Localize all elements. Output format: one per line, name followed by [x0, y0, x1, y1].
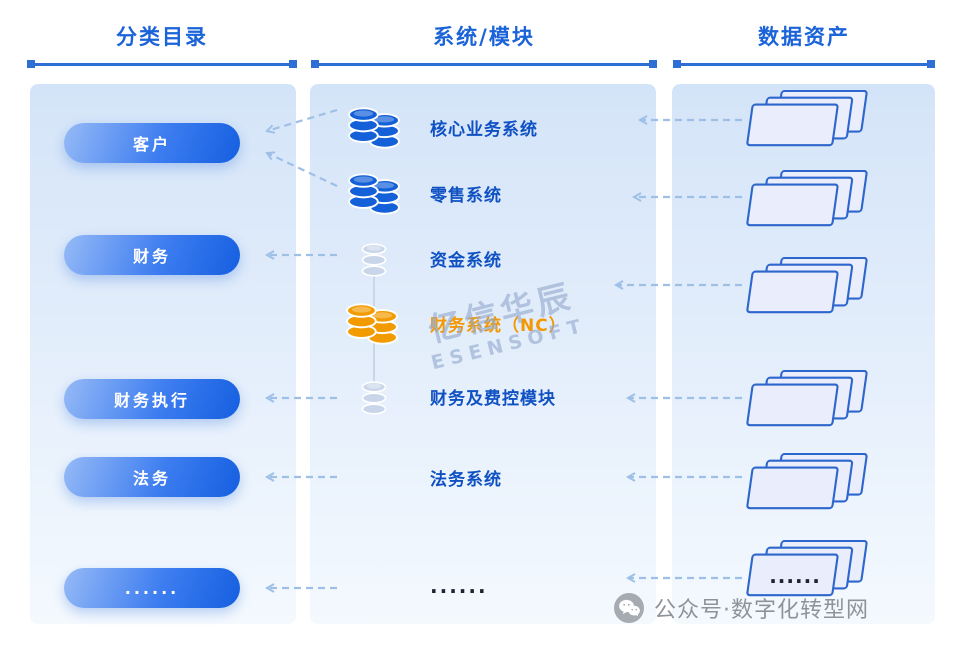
- database-small-light-icon: [361, 239, 387, 279]
- system-label-capital: 资金系统: [430, 251, 502, 271]
- catalog-item-label: 法务: [132, 469, 171, 488]
- documents-stack-icon: [737, 257, 873, 317]
- data-asset-stack: [737, 370, 873, 430]
- system-label-retail: 零售系统: [430, 186, 502, 206]
- catalog-panel: [30, 84, 296, 624]
- asset-stack-ellipsis-label: ......: [769, 564, 821, 588]
- wechat-icon: [614, 593, 644, 623]
- column-header-catalog: 分类目录: [116, 25, 208, 49]
- header-underline-assets: [673, 60, 935, 68]
- arrow-retail-system-to-customer: [265, 151, 338, 187]
- catalog-item-label: 财务: [132, 247, 171, 266]
- system-label-expense-module: 财务及费控模块: [430, 389, 556, 409]
- database-stack-blue-icon: [345, 104, 403, 152]
- catalog-item-finance-execution: 财务执行: [64, 379, 240, 419]
- system-label-finance-nc: 财务系统（NC）: [430, 316, 567, 336]
- catalog-item-label: 财务执行: [113, 391, 190, 410]
- header-underline-systems: [311, 60, 657, 68]
- documents-stack-icon: [737, 370, 873, 430]
- catalog-item-finance: 财务: [64, 235, 240, 275]
- documents-stack-icon: [737, 90, 873, 150]
- data-asset-stack-ellipsis: ......: [737, 540, 873, 600]
- system-label-legal: 法务系统: [430, 470, 502, 490]
- arrow-core-system-to-customer: [265, 108, 338, 134]
- catalog-item-ellipsis: ......: [64, 568, 240, 608]
- data-asset-stack: [737, 170, 873, 230]
- system-label-core: 核心业务系统: [430, 120, 538, 140]
- footer-account-text: 公众号·数字化转型网: [654, 598, 869, 623]
- data-asset-stack: [737, 90, 873, 150]
- documents-stack-icon: [737, 453, 873, 513]
- catalog-item-legal: 法务: [64, 457, 240, 497]
- data-asset-stack: [737, 257, 873, 317]
- catalog-item-customer: 客户: [64, 123, 240, 163]
- footer-watermark: 公众号·数字化转型网: [614, 592, 869, 624]
- documents-stack-icon: [737, 170, 873, 230]
- database-stack-orange-icon: [343, 300, 401, 348]
- system-label-ellipsis: ......: [430, 574, 488, 598]
- column-header-systems: 系统/模块: [433, 25, 535, 49]
- database-small-light-icon: [361, 377, 387, 417]
- column-header-assets: 数据资产: [758, 25, 850, 49]
- catalog-item-label: ......: [124, 578, 180, 598]
- data-asset-stack: [737, 453, 873, 513]
- database-stack-blue-icon: [345, 170, 403, 218]
- catalog-item-label: 客户: [132, 135, 171, 154]
- header-underline-catalog: [27, 60, 297, 68]
